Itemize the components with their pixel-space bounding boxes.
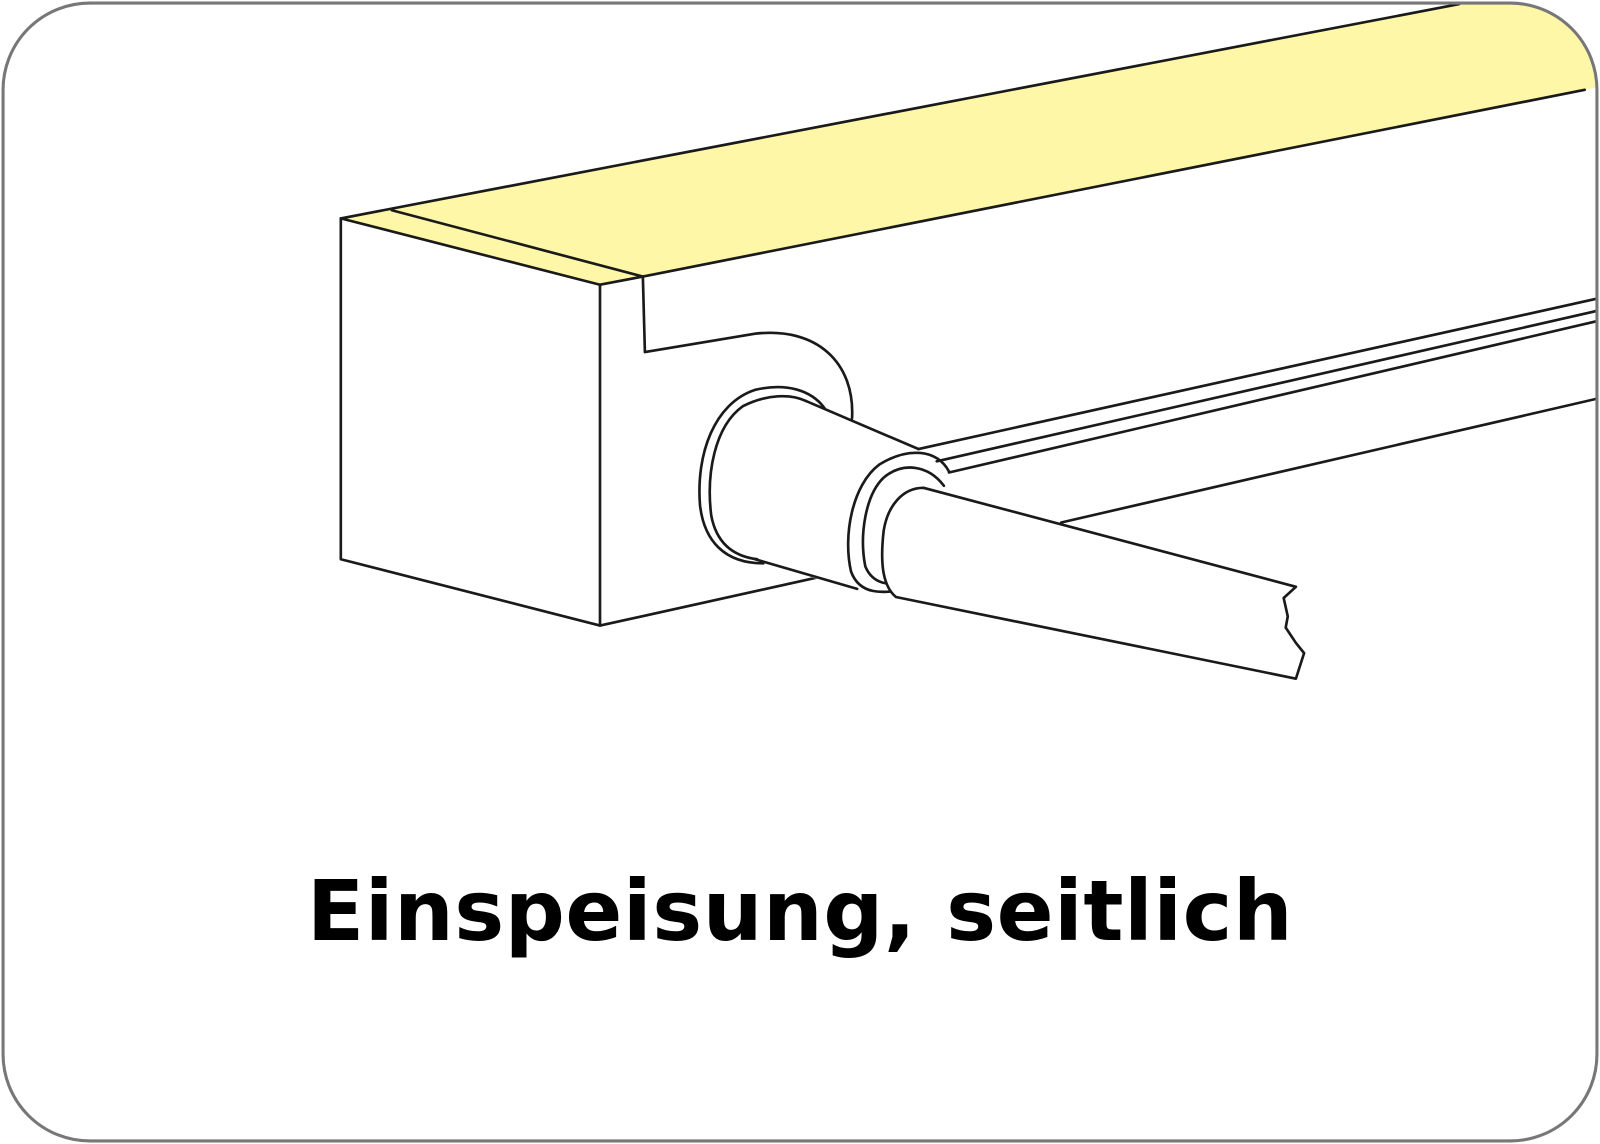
bottom-edge bbox=[598, 575, 823, 627]
rail-line bbox=[1059, 396, 1597, 524]
rail-line bbox=[935, 308, 1597, 463]
rail-line bbox=[947, 319, 1597, 474]
side-notch bbox=[641, 275, 854, 420]
profile-top-face bbox=[340, 4, 1597, 285]
caption: Einspeisung, seitlich bbox=[306, 862, 1294, 960]
rail-line bbox=[917, 296, 1597, 451]
end-cap bbox=[339, 217, 602, 627]
